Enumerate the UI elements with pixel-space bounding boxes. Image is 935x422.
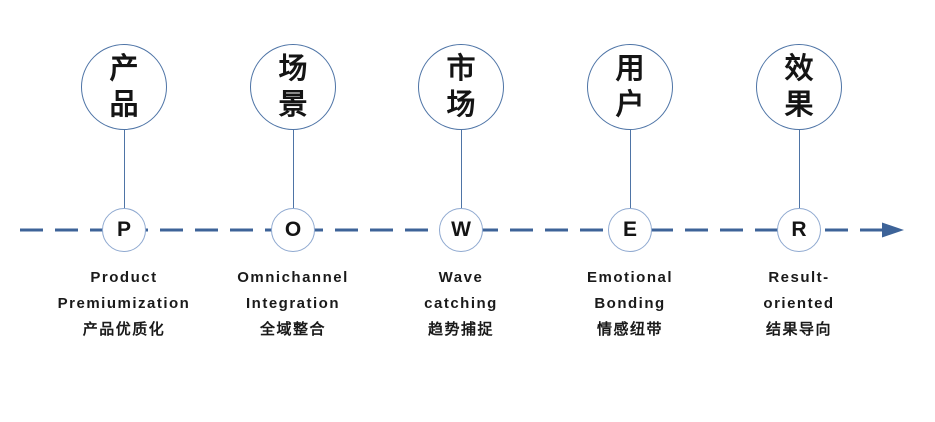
stage-column-emotional: 用 户 E Emotional Bonding 情感纽带 <box>535 0 725 422</box>
stage-description: Wave catching 趋势捕捉 <box>424 269 498 338</box>
stage-circle-product: 产 品 <box>81 44 167 130</box>
stage-title-zh: 用 户 <box>615 53 645 121</box>
node-letter: R <box>791 218 807 241</box>
stage-description: Result- oriented 结果导向 <box>763 269 835 338</box>
node-letter: W <box>451 218 471 241</box>
stage-circle-user: 用 户 <box>587 44 673 130</box>
letter-node-o: O <box>271 208 315 252</box>
stage-title-zh: 产 品 <box>109 53 139 121</box>
node-letter: E <box>622 218 637 241</box>
connector-line <box>292 130 294 208</box>
connector-line <box>123 130 125 208</box>
stage-column-result: 效 果 R Result- oriented 结果导向 <box>704 0 894 422</box>
connector-line <box>629 130 631 208</box>
connector-line <box>460 130 462 208</box>
stage-description: Product Premiumization 产品优质化 <box>57 269 191 338</box>
letter-node-p: P <box>102 208 146 252</box>
letter-node-w: W <box>439 208 483 252</box>
stage-circle-scene: 场 景 <box>250 44 336 130</box>
letter-node-r: R <box>777 208 821 252</box>
stage-column-omnichannel: 场 景 O Omnichannel Integration 全域整合 <box>198 0 388 422</box>
stage-circle-result: 效 果 <box>756 44 842 130</box>
node-letter: O <box>284 218 302 241</box>
node-letter: P <box>116 218 131 241</box>
connector-line <box>798 130 800 208</box>
stage-column-wave: 市 场 W Wave catching 趋势捕捉 <box>366 0 556 422</box>
arrowhead-icon <box>882 222 904 238</box>
stage-circle-market: 市 场 <box>418 44 504 130</box>
stage-description: Omnichannel Integration 全域整合 <box>237 269 349 338</box>
stage-title-zh: 市 场 <box>446 53 476 121</box>
stage-column-product: 产 品 P Product Premiumization 产品优质化 <box>29 0 219 422</box>
stage-title-zh: 效 果 <box>784 53 814 121</box>
stage-title-zh: 场 景 <box>278 53 308 121</box>
letter-node-e: E <box>608 208 652 252</box>
stage-description: Emotional Bonding 情感纽带 <box>586 269 673 338</box>
